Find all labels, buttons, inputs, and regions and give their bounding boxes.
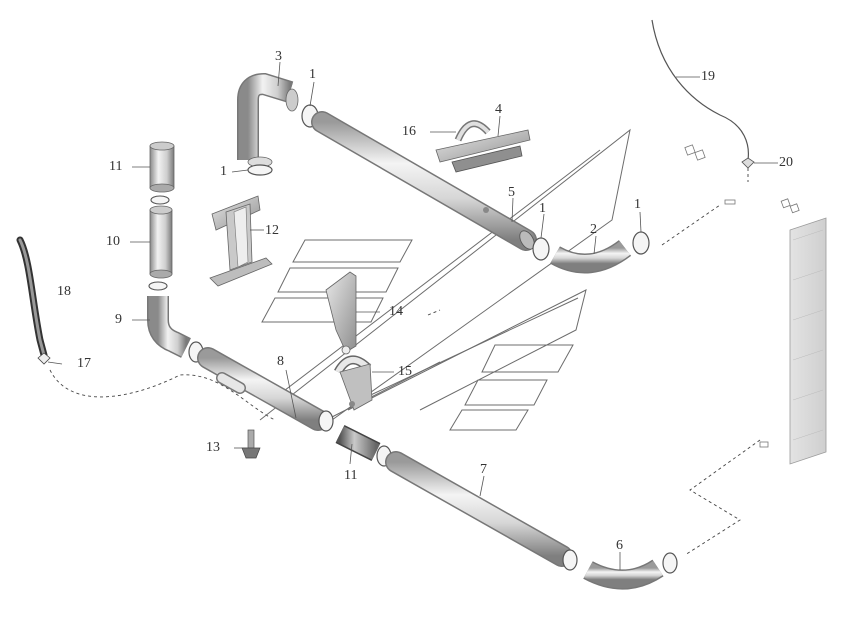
callout-2: 2 xyxy=(590,222,597,237)
chassis-outline xyxy=(259,128,827,465)
bracket-14 xyxy=(325,271,357,353)
callout-8: 8 xyxy=(277,354,284,369)
callout-17: 17 xyxy=(77,356,91,371)
clamp-ring xyxy=(562,549,578,571)
callout-4: 4 xyxy=(495,102,502,117)
bracket-4 xyxy=(435,120,531,173)
callout-7: 7 xyxy=(480,462,487,477)
callout-18: 18 xyxy=(57,284,71,299)
callout-15: 15 xyxy=(398,364,412,379)
clamp-ring xyxy=(532,237,550,261)
tube-10 xyxy=(149,205,173,279)
pipe-8 xyxy=(197,347,329,431)
callout-10: 10 xyxy=(106,234,120,249)
clamp-ring xyxy=(247,164,273,176)
callout-16: 16 xyxy=(402,124,416,139)
callout-3: 5 xyxy=(508,185,515,200)
callout-5: 3 xyxy=(275,49,282,64)
elbow-pipe-9 xyxy=(147,296,191,358)
callout-1-top: 1 xyxy=(309,67,316,82)
bolt-13 xyxy=(241,429,261,459)
wiring-lines xyxy=(49,204,761,556)
callout-19: 19 xyxy=(701,69,715,84)
tube-11-bottom xyxy=(335,425,381,461)
callout-1-left: 1 xyxy=(220,164,227,179)
callout-20: 20 xyxy=(779,155,793,170)
callout-9: 9 xyxy=(115,312,122,327)
callout-6: 6 xyxy=(616,538,623,553)
elbow-pipe-5 xyxy=(237,72,299,168)
clamp-ring xyxy=(662,552,678,574)
clamp-ring xyxy=(632,231,650,255)
callout-14: 14 xyxy=(389,304,403,319)
leader-lines xyxy=(47,61,778,570)
callout-13: 13 xyxy=(206,440,220,455)
tube-11-top xyxy=(149,141,175,193)
clamp-ring xyxy=(318,410,334,432)
bracket-12 xyxy=(209,195,273,287)
callout-11-top: 11 xyxy=(109,159,123,174)
callout-1-right: 1 xyxy=(634,197,641,212)
callout-1-mid: 1 xyxy=(539,201,546,216)
hose-2 xyxy=(550,239,632,274)
clamp-ring xyxy=(150,195,170,205)
pipe-7 xyxy=(385,451,573,567)
callout-11-bottom: 11 xyxy=(344,468,358,483)
callout-12: 12 xyxy=(265,223,279,238)
pipe-3 xyxy=(311,111,537,251)
clamp-ring xyxy=(148,281,168,291)
hose-6 xyxy=(583,559,664,590)
clamp-15 xyxy=(334,345,373,411)
hose-18 xyxy=(16,236,51,365)
sensor-wire xyxy=(651,19,755,182)
